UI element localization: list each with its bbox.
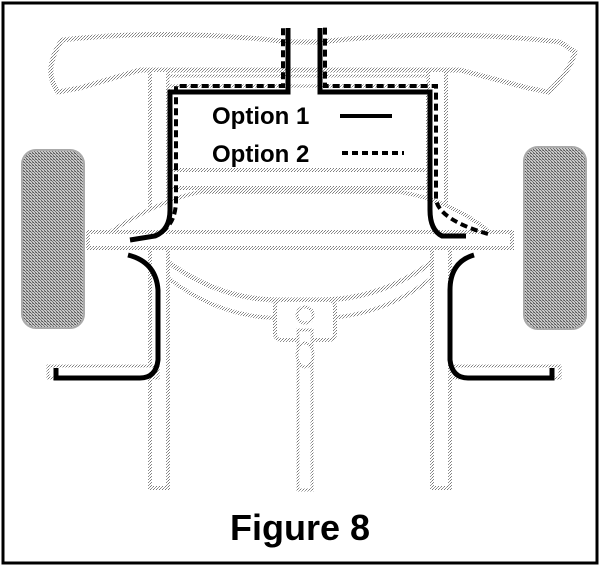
option1-route-lower-left (53, 252, 161, 381)
right-lower-rail (430, 246, 452, 490)
left-tire (21, 149, 85, 329)
tow-pivot (295, 305, 315, 325)
figure-caption: Figure 8 (230, 507, 370, 548)
legend-option1-label: Option 1 (212, 103, 309, 130)
option1-route-lower-right (447, 252, 555, 381)
u-joint (295, 341, 315, 369)
option2-route-upper-left (160, 26, 285, 234)
rear-axle (86, 230, 514, 250)
drive-shaft (296, 328, 314, 492)
right-tire (523, 146, 587, 330)
option2-route-upper-right (323, 26, 489, 236)
option1-route-upper-left (129, 28, 291, 243)
legend-option2-label: Option 2 (212, 141, 309, 168)
differential-housing (103, 190, 496, 234)
option1-route-upper-right (317, 28, 466, 239)
mid-crossmember (166, 168, 430, 190)
upper-crossmember (166, 74, 430, 88)
rear-bumper (48, 31, 578, 95)
